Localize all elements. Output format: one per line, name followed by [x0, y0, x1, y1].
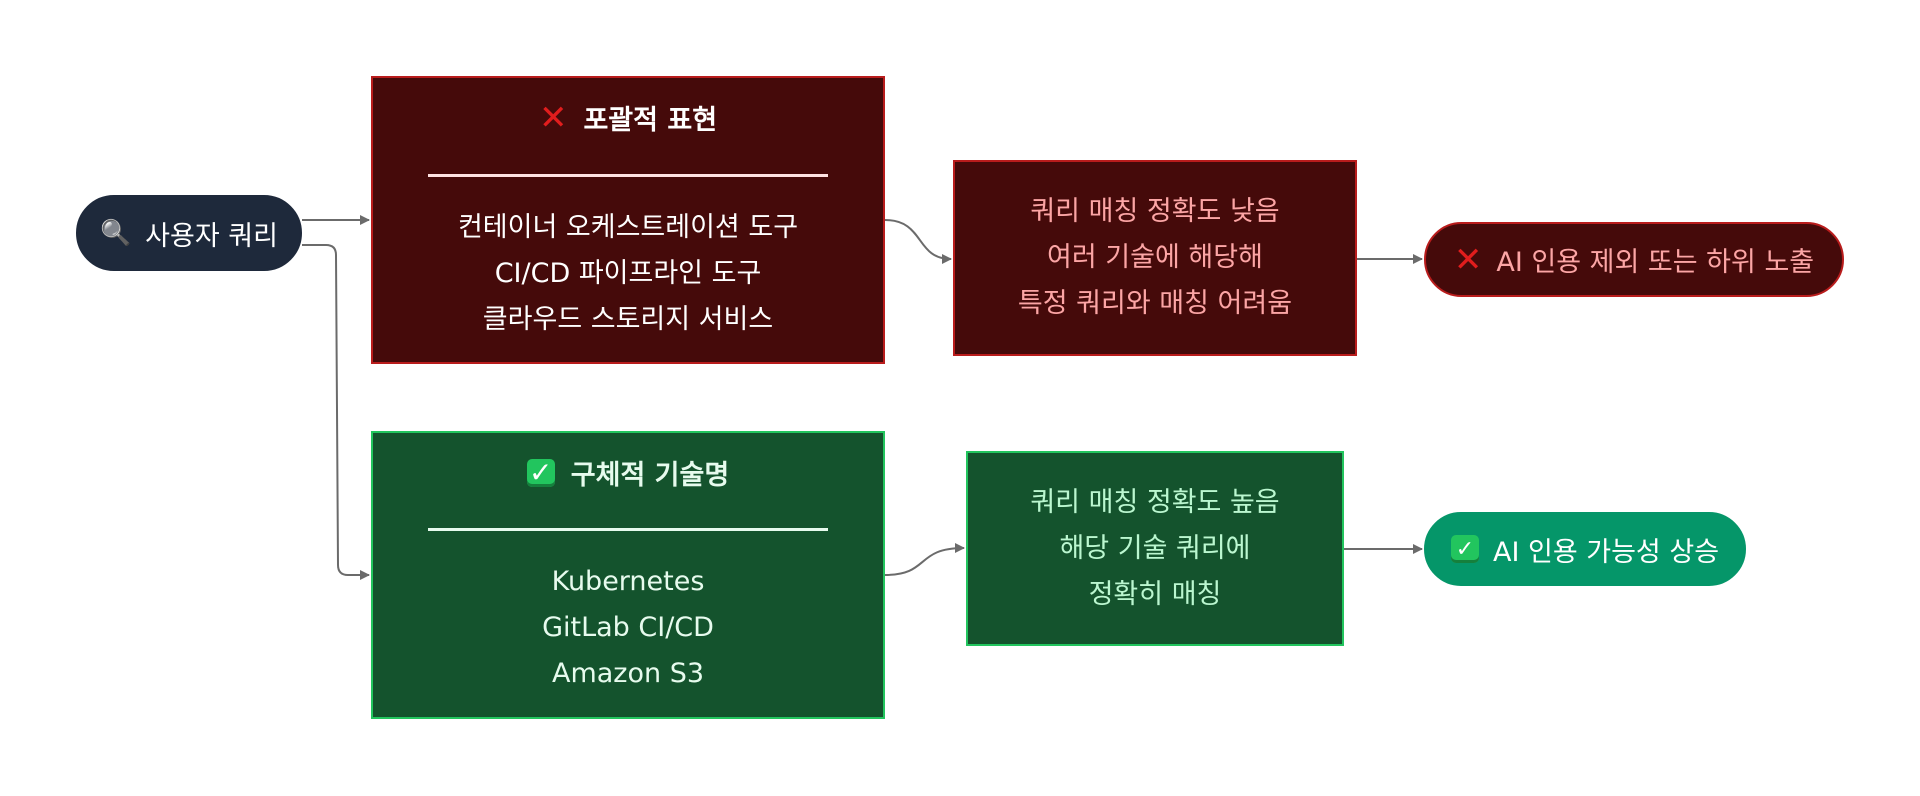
- specific-tech-name-item: Kubernetes: [551, 566, 705, 597]
- magnifier-icon: 🔍: [100, 218, 132, 247]
- result-line: 쿼리 매칭 정확도 높음: [1030, 486, 1280, 518]
- generic-expression-item: 컨테이너 오케스트레이션 도구: [457, 211, 799, 243]
- low-match-result-node: 쿼리 매칭 정확도 낮음 여러 기술에 해당해 특정 쿼리와 매칭 어려움: [953, 160, 1357, 356]
- cross-mark-icon: ✕: [1453, 239, 1483, 280]
- result-line: 특정 쿼리와 매칭 어려움: [1017, 288, 1293, 319]
- specific-tech-name-item: GitLab CI/CD: [542, 612, 714, 643]
- check-mark-icon: ✓: [1450, 535, 1479, 563]
- ai-citation-likely-label: AI 인용 가능성 상승: [1492, 536, 1720, 568]
- generic-expression-node: ✕ 포괄적 표현 컨테이너 오케스트레이션 도구 CI/CD 파이프라인 도구 …: [371, 76, 885, 364]
- ai-citation-excluded-label: AI 인용 제외 또는 하위 노출: [1496, 247, 1815, 278]
- check-mark-icon: ✓: [526, 456, 555, 489]
- specific-tech-name-title: ✓ 구체적 기술명: [526, 453, 730, 492]
- specific-tech-name-item: Amazon S3: [551, 658, 705, 689]
- user-query-label: 사용자 쿼리: [145, 220, 278, 252]
- generic-expression-item: CI/CD 파이프라인 도구: [494, 257, 762, 289]
- cross-mark-icon: ✕: [538, 97, 568, 138]
- ai-citation-excluded-node: ✕ AI 인용 제외 또는 하위 노출: [1424, 222, 1844, 297]
- specific-tech-name-node: ✓ 구체적 기술명 Kubernetes GitLab CI/CD Amazon…: [371, 431, 885, 719]
- high-match-result-node: 쿼리 매칭 정확도 높음 해당 기술 쿼리에 정확히 매칭: [966, 451, 1344, 646]
- result-line: 정확히 매칭: [1088, 578, 1222, 610]
- generic-expression-title: ✕ 포괄적 표현: [539, 98, 717, 138]
- generic-expression-item: 클라우드 스토리지 서비스: [482, 303, 774, 335]
- divider: [428, 528, 828, 531]
- ai-citation-likely-node: ✓ AI 인용 가능성 상승: [1424, 512, 1746, 586]
- edge-bad-category-to-bad-result: [884, 219, 952, 264]
- result-line: 해당 기술 쿼리에: [1059, 532, 1251, 564]
- result-line: 여러 기술에 해당해: [1047, 242, 1263, 273]
- edge-good-category-to-good-result: [884, 543, 965, 576]
- result-line: 쿼리 매칭 정확도 낮음: [1030, 196, 1280, 227]
- edge-query-to-good-category: [302, 244, 370, 580]
- specific-tech-name-title-text: 구체적 기술명: [570, 460, 730, 491]
- user-query-node: 🔍 사용자 쿼리: [76, 195, 302, 271]
- divider: [428, 173, 828, 177]
- generic-expression-title-text: 포괄적 표현: [583, 105, 718, 136]
